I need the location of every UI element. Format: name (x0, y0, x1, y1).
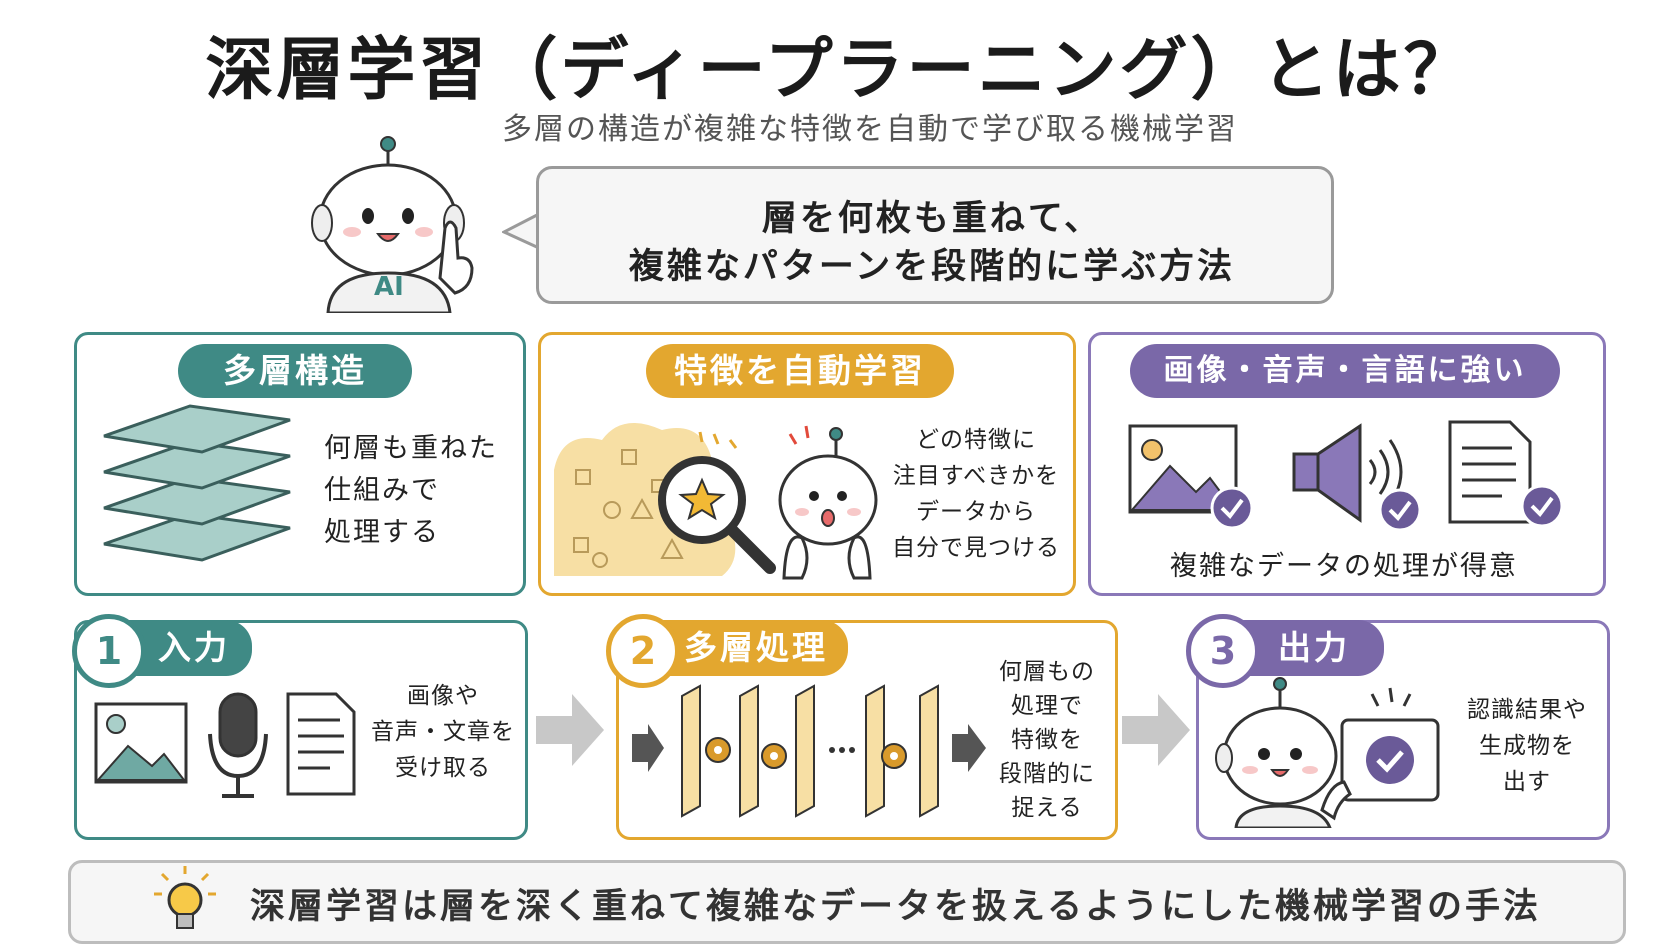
stacked-layers-icon (103, 404, 291, 562)
step-processing-line-4: 段階的に (999, 761, 1095, 787)
image-check-icon (1128, 424, 1254, 530)
feature-label-multilayer: 多層構造 (178, 344, 412, 398)
step-input-line-1: 画像や (407, 683, 479, 709)
layer-processing-icon (632, 684, 986, 818)
input-media-icons (94, 692, 356, 798)
step-label-processing: 多層処理 (640, 620, 848, 676)
page-title: 深層学習（ディープラーニング）とは？ (205, 31, 1475, 110)
feature-label-autolearn: 特徴を自動学習 (646, 344, 954, 398)
step-number-3: 3 (1186, 614, 1260, 688)
robot-output-icon (1215, 677, 1440, 828)
summary-bar (68, 860, 1626, 944)
robot-mascot-icon (311, 136, 474, 313)
arrow-right-icon (536, 694, 604, 766)
step-number-2: 2 (606, 614, 680, 688)
step-input-line-3: 受け取る (395, 755, 491, 781)
speech-line-1: 層を何枚も重ねて、 (761, 199, 1103, 239)
step-input-line-2: 音声・文章を (371, 719, 515, 745)
step-output-line-3: 出す (1503, 769, 1551, 795)
feature-media-caption: 複雑なデータの処理が得意 (1170, 551, 1518, 582)
speaker-check-icon (1292, 423, 1420, 532)
magnifier-feature-icon (554, 422, 776, 576)
speech-line-2: 複雑なパターンを段階的に学ぶ方法 (628, 247, 1236, 287)
lightbulb-icon (154, 866, 216, 929)
page-subtitle: 多層の構造が複雑な特徴を自動で学び取る機械学習 (502, 112, 1238, 147)
speech-bubble (536, 166, 1334, 304)
feature-multilayer-line-2: 仕組みで (324, 475, 440, 506)
document-check-icon (1448, 420, 1564, 528)
feature-autolearn-line-1: どの特徴に (916, 427, 1036, 453)
step-number-1: 1 (72, 614, 146, 688)
step-processing-line-1: 何層もの (999, 659, 1095, 685)
step-processing-line-2: 処理で (1011, 693, 1083, 719)
arrow-right-icon (1122, 694, 1190, 766)
step-output-line-1: 認識結果や (1467, 697, 1587, 723)
robot-label: AI (374, 272, 404, 302)
feature-multilayer-line-1: 何層も重ねた (324, 433, 498, 464)
surprised-robot-icon (778, 425, 878, 580)
feature-autolearn-line-2: 注目すべきかを (892, 463, 1060, 489)
feature-autolearn-line-3: データから (916, 499, 1036, 525)
feature-label-media: 画像・音声・言語に強い (1130, 344, 1560, 398)
feature-multilayer-line-3: 処理する (324, 517, 440, 548)
feature-autolearn-line-4: 自分で見つける (892, 535, 1060, 561)
step-processing-line-5: 捉える (1011, 795, 1083, 821)
summary-text: 深層学習は層を深く重ねて複雑なデータを扱えるようにした機械学習の手法 (250, 887, 1541, 927)
step-output-line-2: 生成物を (1479, 733, 1575, 759)
step-processing-line-3: 特徴を (1011, 727, 1083, 753)
